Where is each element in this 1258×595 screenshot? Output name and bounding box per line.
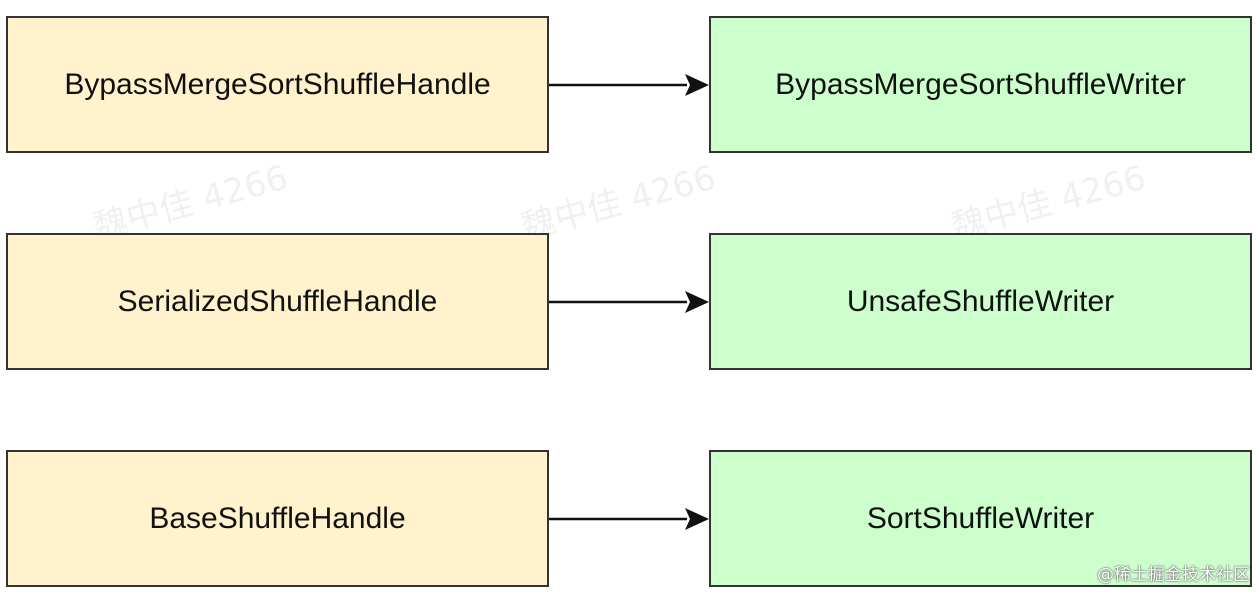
handle-label: BypassMergeSortShuffleHandle: [64, 67, 491, 101]
source-credit: @稀土掘金技术社区: [1097, 565, 1250, 585]
writer-box-unsafe: UnsafeShuffleWriter: [709, 233, 1252, 370]
arrow-connector: [549, 508, 709, 530]
writer-box-bypass-merge-sort: BypassMergeSortShuffleWriter: [709, 16, 1252, 153]
handle-box-bypass-merge-sort: BypassMergeSortShuffleHandle: [6, 16, 549, 153]
handle-label: SerializedShuffleHandle: [117, 284, 438, 318]
handle-box-base: BaseShuffleHandle: [6, 450, 549, 587]
handle-label: BaseShuffleHandle: [149, 501, 406, 535]
arrow-connector: [549, 74, 709, 96]
writer-label: SortShuffleWriter: [866, 501, 1095, 535]
writer-label: UnsafeShuffleWriter: [846, 284, 1115, 318]
writer-box-sort: SortShuffleWriter: [709, 450, 1252, 587]
handle-box-serialized: SerializedShuffleHandle: [6, 233, 549, 370]
arrow-connector: [549, 291, 709, 313]
writer-label: BypassMergeSortShuffleWriter: [775, 67, 1186, 101]
